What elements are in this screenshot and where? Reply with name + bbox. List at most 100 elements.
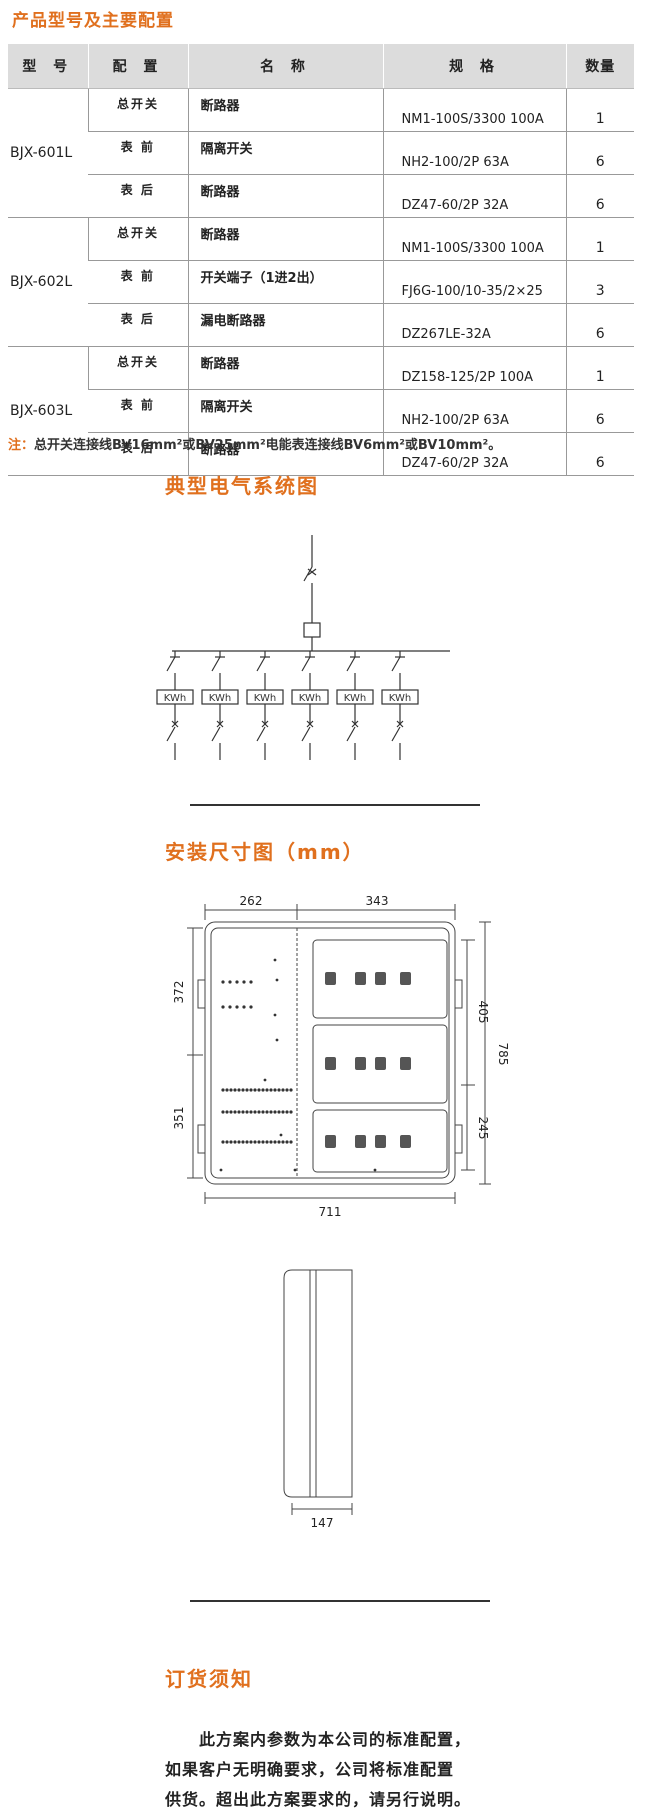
config-cell: 总开关 bbox=[87, 88, 188, 132]
terminal-dot bbox=[221, 980, 225, 984]
terminal-dot bbox=[233, 1140, 237, 1144]
terminal-dot bbox=[249, 1110, 253, 1114]
terminal-dot bbox=[289, 1140, 293, 1144]
name-cell: 断路器 bbox=[187, 346, 383, 390]
header-name: 名 称 bbox=[187, 44, 383, 89]
terminal-dot bbox=[241, 1140, 245, 1144]
config-cell: 表 后 bbox=[88, 174, 188, 218]
spec-cell: NM1-100S/3300 100A bbox=[382, 217, 566, 261]
terminal-dot bbox=[242, 1005, 246, 1009]
terminal-dot bbox=[228, 1005, 232, 1009]
meter-window bbox=[400, 1135, 411, 1148]
table-row: BJX-603L 总开关 断路器 DZ158-125/2P 100A 1 bbox=[8, 346, 634, 476]
terminal-dot bbox=[265, 1140, 269, 1144]
order-line: 此方案内参数为本公司的标准配置， bbox=[199, 1730, 472, 1749]
breaker-blade bbox=[301, 726, 311, 742]
terminal-dot bbox=[277, 1140, 281, 1144]
terminal-dot bbox=[225, 1088, 229, 1092]
meter-window bbox=[400, 972, 411, 985]
terminal-dot bbox=[253, 1110, 257, 1114]
terminal-dot bbox=[229, 1110, 233, 1114]
table-header-row: 型 号 配 置 名 称 规 格 数量 bbox=[8, 44, 634, 89]
qty-cell: 6 bbox=[565, 303, 634, 347]
config-cell: 表 后 bbox=[88, 432, 188, 476]
terminal-dot bbox=[273, 1140, 277, 1144]
note-label: 注： bbox=[8, 438, 35, 453]
terminal-dot bbox=[221, 1005, 225, 1009]
spec-cell: DZ158-125/2P 100A bbox=[382, 346, 566, 390]
header-model: 型 号 bbox=[8, 44, 88, 89]
terminal-dot bbox=[219, 1168, 223, 1172]
terminal-dot bbox=[257, 1088, 261, 1092]
terminal-dot bbox=[275, 1038, 279, 1042]
terminal-dot bbox=[281, 1110, 285, 1114]
name-cell: 隔离开关 bbox=[187, 389, 383, 433]
meter-window bbox=[325, 1057, 336, 1070]
terminal-dot bbox=[257, 1140, 261, 1144]
config-cell: 总开关 bbox=[87, 346, 188, 390]
spec-cell: DZ47-60/2P 32A bbox=[382, 432, 566, 476]
model-cell: BJX-603L bbox=[8, 346, 88, 476]
terminal-dot bbox=[221, 1140, 225, 1144]
terminal-dot bbox=[229, 1140, 233, 1144]
meter-window bbox=[325, 972, 336, 985]
meter-window bbox=[375, 1057, 386, 1070]
terminal-dot bbox=[242, 980, 246, 984]
dim-top-left: 262 bbox=[240, 894, 263, 908]
terminal-dot bbox=[265, 1110, 269, 1114]
spec-cell: DZ267LE-32A bbox=[382, 303, 566, 347]
front-view-drawing: 262 343 711 372 351 405 245 785 bbox=[172, 894, 510, 1219]
header-config: 配 置 bbox=[87, 44, 188, 89]
meter-window bbox=[400, 1057, 411, 1070]
dim-depth: 147 bbox=[311, 1516, 334, 1530]
terminal-dot bbox=[249, 980, 253, 984]
order-notice-title: 订货须知 bbox=[165, 1667, 253, 1691]
isolator-blade bbox=[346, 656, 356, 672]
order-line: 如果客户无明确要求，公司将标准配置 bbox=[165, 1760, 455, 1779]
table-row: 表 后 漏电断路器 DZ267LE-32A 6 bbox=[8, 303, 634, 347]
qty-cell: 6 bbox=[565, 131, 634, 175]
terminal-dot bbox=[225, 1140, 229, 1144]
header-spec: 规 格 bbox=[382, 44, 566, 89]
dim-right-top: 405 bbox=[476, 1001, 490, 1024]
dim-left-top: 372 bbox=[172, 981, 186, 1004]
name-cell: 开关端子（1进2出） bbox=[187, 260, 383, 304]
terminal-dot bbox=[249, 1088, 253, 1092]
breaker-mark bbox=[171, 720, 179, 728]
isolator-blade bbox=[166, 656, 176, 672]
terminal-dot bbox=[281, 1140, 285, 1144]
terminal-dot bbox=[281, 1088, 285, 1092]
terminal-dot bbox=[241, 1110, 245, 1114]
breaker-blade bbox=[211, 726, 221, 742]
kwh-label: KWh bbox=[344, 693, 366, 704]
qty-cell: 6 bbox=[565, 432, 634, 476]
table-row: 表 前 隔离开关 NH2-100/2P 63A 6 bbox=[8, 389, 634, 433]
terminal-dot bbox=[261, 1088, 265, 1092]
kwh-label: KWh bbox=[299, 693, 321, 704]
qty-cell: 1 bbox=[565, 217, 634, 261]
header-qty: 数量 bbox=[565, 44, 634, 89]
dim-bottom: 711 bbox=[319, 1205, 342, 1219]
terminal-dot bbox=[263, 1078, 267, 1082]
terminal-dot bbox=[237, 1110, 241, 1114]
table-row: BJX-601L 总开关 断路器 NM1-100S/3300 100A 1 bbox=[8, 88, 634, 218]
terminal-dot bbox=[269, 1110, 273, 1114]
breaker-mark bbox=[261, 720, 269, 728]
order-notice-text: 此方案内参数为本公司的标准配置， 如果客户无明确要求，公司将标准配置 供货。超出… bbox=[165, 1725, 505, 1815]
terminal-dot bbox=[235, 1005, 239, 1009]
terminal-dot bbox=[269, 1088, 273, 1092]
terminal-dot bbox=[233, 1088, 237, 1092]
terminal-dot bbox=[229, 1088, 233, 1092]
terminal-dot bbox=[221, 1110, 225, 1114]
breaker-blade bbox=[346, 726, 356, 742]
breaker-mark bbox=[216, 720, 224, 728]
table-row: 表 后 断路器 DZ47-60/2P 32A 6 bbox=[8, 432, 634, 476]
config-cell: 表 前 bbox=[88, 389, 188, 433]
terminal-dot bbox=[289, 1088, 293, 1092]
terminal-dot bbox=[228, 980, 232, 984]
breaker-mark bbox=[306, 720, 314, 728]
spec-cell: FJ6G-100/10-35/2×25 bbox=[382, 260, 566, 304]
table-row: 表 后 断路器 DZ47-60/2P 32A 6 bbox=[8, 174, 634, 218]
table-row: BJX-602L 总开关 断路器 NM1-100S/3300 100A 1 bbox=[8, 217, 634, 347]
terminal-dots bbox=[219, 958, 377, 1172]
